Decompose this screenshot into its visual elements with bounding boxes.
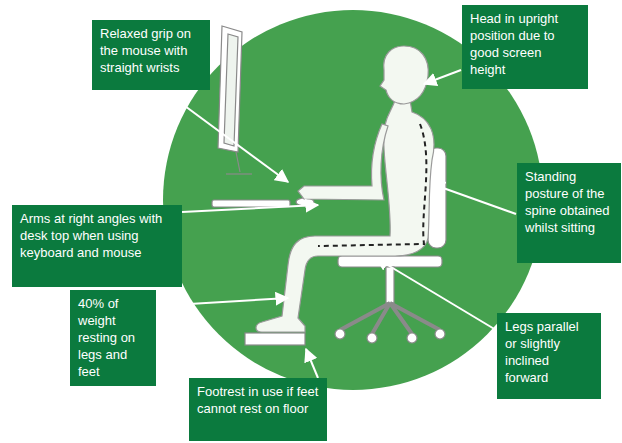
callout-text: Relaxed grip on the mouse with straight … — [100, 26, 202, 77]
callout-box: Standing posture of the spine obtained w… — [517, 163, 621, 263]
callout-text: Head in upright position due to good scr… — [470, 11, 580, 79]
footrest — [245, 333, 305, 345]
callout-box: Relaxed grip on the mouse with straight … — [92, 20, 210, 90]
callout-text: Legs parallel or slightly inclined forwa… — [505, 319, 593, 387]
leader-lines — [156, 70, 516, 378]
callout-text: Standing posture of the spine obtained w… — [525, 169, 613, 237]
callout-box: Footrest in use if feet cannot rest on f… — [189, 378, 327, 441]
callout-box: 40% of weight resting on legs and feet — [70, 290, 156, 386]
callout-text: 40% of weight resting on legs and feet — [78, 296, 148, 380]
spine-line — [318, 124, 426, 246]
callout-box: Legs parallel or slightly inclined forwa… — [497, 313, 601, 399]
callout-text: Footrest in use if feet cannot rest on f… — [197, 384, 319, 418]
callout-box: Arms at right angles with desk top when … — [12, 205, 182, 287]
callout-text: Arms at right angles with desk top when … — [20, 211, 174, 262]
person — [256, 46, 434, 332]
callout-box: Head in upright position due to good scr… — [462, 5, 588, 89]
